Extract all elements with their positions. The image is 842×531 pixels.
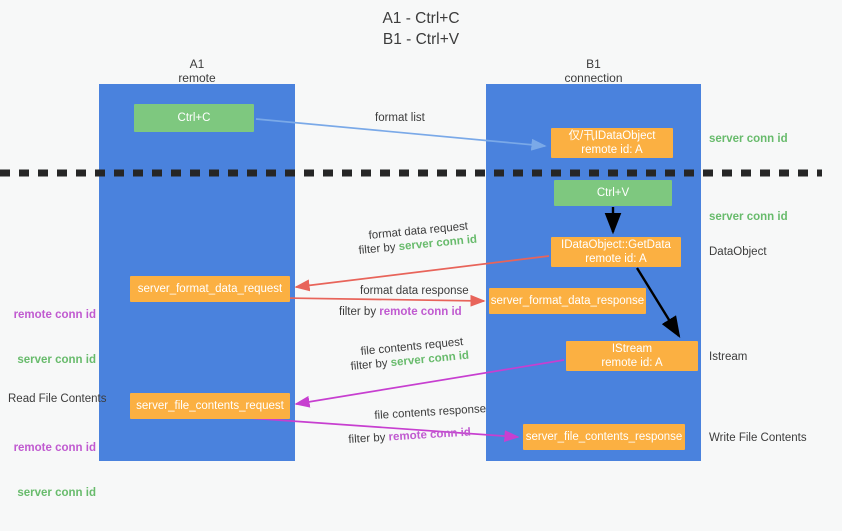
node-ctrl-c[interactable]: Ctrl+C xyxy=(134,104,254,132)
diagram-canvas: A1 - Ctrl+C B1 - Ctrl+V A1 remote B1 con… xyxy=(0,10,822,499)
node-server-file-contents-request[interactable]: server_file_contents_request xyxy=(130,393,290,419)
flow-label-file-contents-response: file contents response xyxy=(374,403,487,422)
filter-prefix: filter by xyxy=(348,431,389,446)
flow-label-format-data-response: format data response xyxy=(360,285,469,297)
right-label-dataobject: DataObject xyxy=(709,246,767,258)
left-label-server-conn-id-2: server conn id xyxy=(17,487,96,499)
node-ctrl-v[interactable]: Ctrl+V xyxy=(554,180,672,206)
node-server-format-data-response[interactable]: server_format_data_response xyxy=(489,288,646,314)
page-title: A1 - Ctrl+C B1 - Ctrl+V xyxy=(382,10,460,48)
node-idataobject[interactable]: 仅/卂IDataObject remote id: A xyxy=(551,128,673,158)
filter-value-remote-conn-id: remote conn id xyxy=(379,306,462,318)
left-label-group-format: remote conn id server conn id xyxy=(8,278,96,398)
right-label-istream: Istream xyxy=(709,351,748,363)
node-server-format-data-request[interactable]: server_format_data_request xyxy=(130,276,290,302)
column-header-a1: A1 remote xyxy=(178,57,216,85)
node-idataobject-getdata[interactable]: IDataObject::GetData remote id: A xyxy=(551,237,681,267)
left-label-read-file-contents: Read File Contents xyxy=(8,393,107,405)
column-header-b1: B1 connection xyxy=(564,57,623,85)
filter-prefix: filter by xyxy=(339,306,380,318)
filter-value-remote-conn-id: remote conn id xyxy=(388,426,472,444)
left-label-remote-conn-id-1: remote conn id xyxy=(13,309,96,321)
right-label-server-conn-id-mid: server conn id xyxy=(709,211,788,223)
filter-prefix: filter by xyxy=(358,241,400,257)
left-label-remote-conn-id-2: remote conn id xyxy=(13,442,96,454)
node-server-file-contents-response[interactable]: server_file_contents_response xyxy=(523,424,685,450)
right-label-server-conn-id-top: server conn id xyxy=(709,133,788,145)
left-label-group-file: remote conn id server conn id xyxy=(8,411,96,531)
right-label-write-file-contents: Write File Contents xyxy=(709,432,807,444)
flow-label-file-contents-response-filter: filter by remote conn id xyxy=(348,426,471,448)
flow-label-format-list: format list xyxy=(375,112,425,124)
flow-label-format-data-response-filter: filter by remote conn id xyxy=(339,305,462,320)
left-label-server-conn-id-1: server conn id xyxy=(17,354,96,366)
filter-prefix: filter by xyxy=(350,357,392,373)
node-istream[interactable]: IStream remote id: A xyxy=(566,341,698,371)
